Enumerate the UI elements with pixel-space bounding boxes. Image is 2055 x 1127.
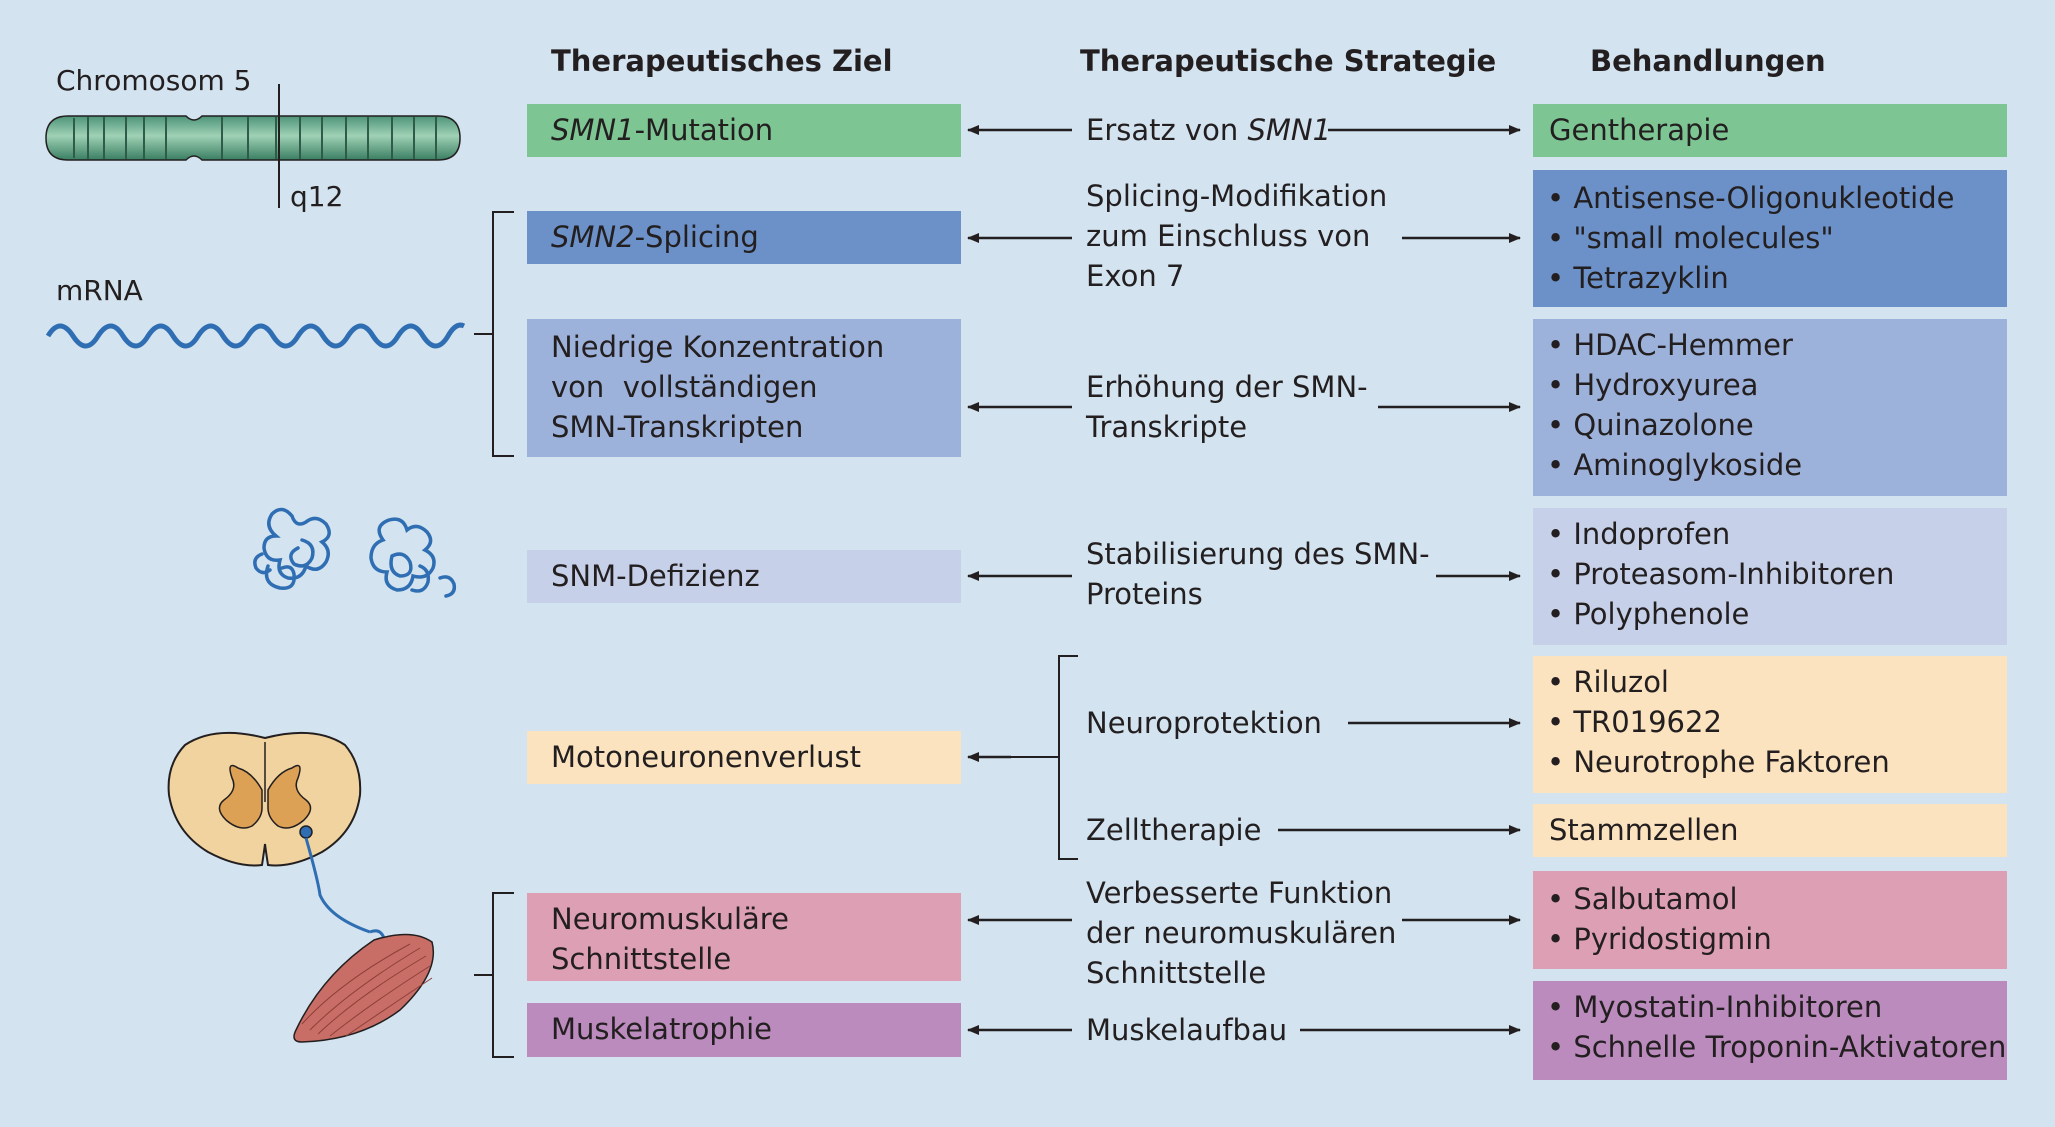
treatment-salbutamol-list: Salbutamol Pyridostigmin [1533,871,2007,969]
treatment-indoprofen-list: Indoprofen Proteasom-Inhibitoren Polyphe… [1533,508,2007,645]
target-smn1-mutation: SMN1-Mutation [527,104,961,157]
target-low-concentration: Niedrige Konzentration von vollständigen… [527,319,961,457]
header-strategy: Therapeutische Strategie [1080,44,1497,78]
strategy-neuroprotection: Neuroprotektion [1086,706,1322,740]
treatment-gene-therapy: Gentherapie [1533,104,2007,157]
header-target: Therapeutisches Ziel [551,44,893,78]
strategy-splicing: Splicing-Modifikation zum Einschluss von… [1086,179,1388,293]
treatment-riluzol-list: Riluzol TR019622 Neurotrophe Faktoren [1533,656,2007,793]
target-smn2-splicing: SMN2-Splicing [527,211,961,264]
mrna-label: mRNA [56,274,143,307]
chromosome-label: Chromosom 5 [56,64,252,97]
header-treatment: Behandlungen [1590,44,1826,78]
mrna-bracket [474,211,514,457]
treatment-stem-cells: Stammzellen [1533,804,2007,857]
strategy-replacement: Ersatz von SMN1 [1086,113,1332,147]
target-motoneuron-loss: Motoneuronenverlust [527,731,961,784]
strategy-increase: Erhöhung der SMN- Transkripte [1086,370,1368,444]
mrna-wave-illustration [45,322,466,349]
muscle-bracket [474,892,514,1058]
target-nmj: Neuromuskuläre Schnittstelle [527,893,961,981]
target-snm-deficiency: SNM-Defizienz [527,550,961,603]
treatment-hdac-list: HDAC-Hemmer Hydroxyurea Quinazolone Amin… [1533,319,2007,496]
moto-strategy-bracket [1011,655,1078,860]
chromosome-illustration [45,84,461,208]
strategy-cell-therapy: Zelltherapie [1086,813,1262,847]
target-muscle-atrophy: Muskelatrophie [527,1003,961,1057]
strategy-nmj-function: Verbesserte Funktion der neuromuskulären… [1086,876,1397,990]
chromosome-band-label: q12 [290,180,344,213]
protein-illustration [253,507,457,598]
treatment-myostatin-list: Myostatin-Inhibitoren Schnelle Troponin-… [1533,981,2007,1080]
strategy-muscle-building: Muskelaufbau [1086,1013,1288,1047]
spinal-cord-illustration [167,731,435,1043]
strategy-stabilize: Stabilisierung des SMN- Proteins [1086,537,1430,611]
treatment-aso-list: Antisense-Oligonukleotide "small molecul… [1533,170,2007,307]
